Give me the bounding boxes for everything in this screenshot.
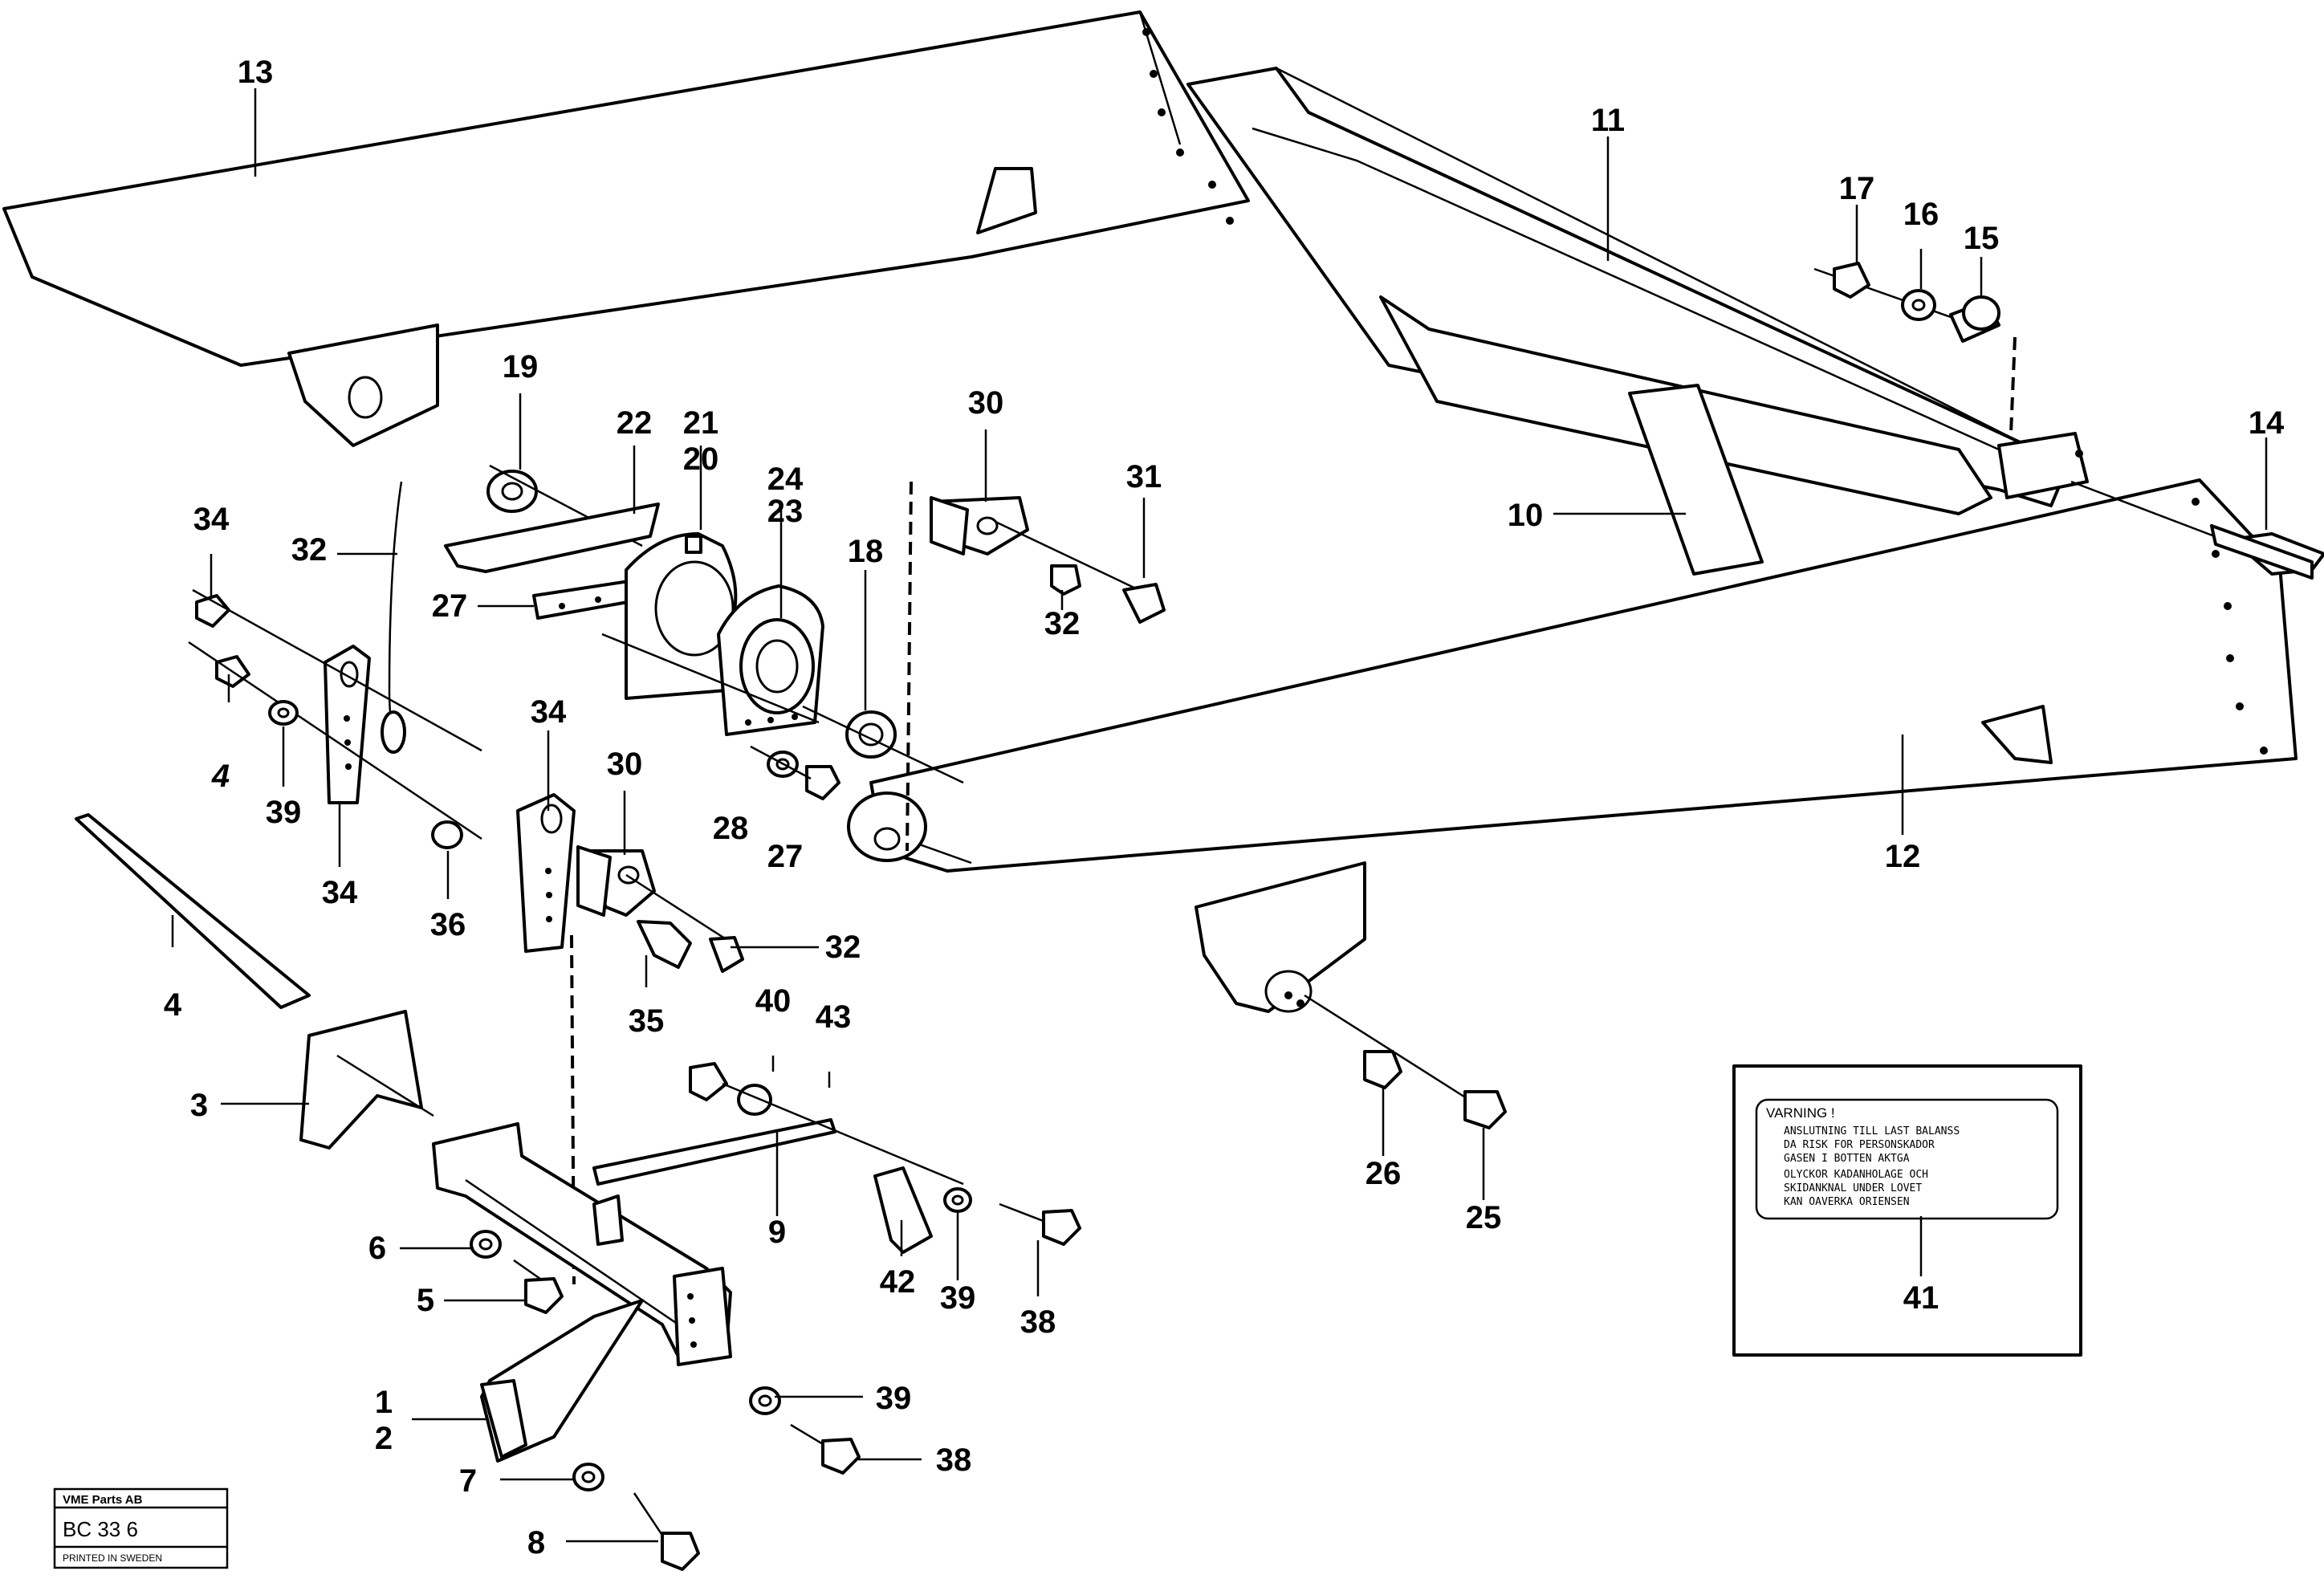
callout-31: 31 [1126, 459, 1162, 494]
callout-26: 26 [1366, 1156, 1402, 1191]
bracket-42 [873, 1166, 933, 1254]
callout-42: 42 [880, 1264, 916, 1300]
callout-17: 17 [1839, 171, 1875, 206]
cable-33 [381, 481, 406, 754]
frame-beam-12 [847, 478, 2298, 1013]
pin-bracket-30-upper [906, 481, 1166, 852]
callout-7: 7 [459, 1463, 477, 1499]
rod-9 [592, 1118, 836, 1186]
washer-39-left [268, 700, 299, 726]
nut-40-bushing-43 [689, 1062, 964, 1186]
bolt-8-washer-7 [572, 1463, 700, 1571]
callout-2: 2 [375, 1421, 393, 1456]
callout-30-upper: 30 [968, 385, 1004, 421]
callout-27: 27 [432, 588, 468, 624]
leader-lines [171, 88, 2268, 1543]
bracket-3 [299, 1010, 434, 1150]
callout-9: 9 [768, 1215, 786, 1250]
callout-29: 28 [713, 811, 749, 846]
callout-10: 10 [1508, 498, 1544, 533]
callout-6: 6 [368, 1231, 386, 1266]
bushing-18 [802, 705, 964, 784]
callout-38-lower: 38 [936, 1442, 972, 1478]
warning-line: KAN OAVERKA ORIENSEN [1784, 1196, 1910, 1208]
warning-line: DA RISK FOR PERSONSKADOR [1784, 1139, 1935, 1151]
callout-41: 41 [1903, 1280, 1939, 1316]
callout-3: 3 [190, 1088, 208, 1123]
callout-8: 8 [527, 1525, 545, 1560]
bolt-25-26 [1304, 994, 1507, 1129]
stamp-code: BC 33 6 [63, 1517, 138, 1541]
bolt-38-washer-39-lower [749, 1386, 861, 1475]
callout-34-left: 34 [322, 875, 358, 910]
warning-sign-41: VARNING ! ANSLUTNING TILL LAST BALANSS D… [1732, 1064, 2082, 1357]
callout-38-right: 38 [1020, 1304, 1056, 1340]
callout-20: 20 [683, 441, 719, 477]
callout-28: 27 [767, 839, 804, 874]
callout-22: 22 [617, 405, 653, 441]
weldment-1-2 [432, 1122, 732, 1463]
callout-40: 40 [755, 983, 792, 1019]
callout-4-small: 4 [211, 759, 230, 794]
callout-12: 12 [1885, 839, 1921, 874]
strap-34-left [324, 645, 371, 804]
callout-37: 34 [193, 502, 230, 537]
bushing-36 [431, 820, 463, 849]
callout-15: 15 [1964, 221, 2000, 256]
callout-39-left: 39 [266, 795, 302, 830]
callout-18: 18 [848, 534, 884, 569]
callout-16: 16 [1903, 197, 1939, 232]
bolt-14 [2070, 480, 2324, 580]
callout-36: 36 [430, 907, 466, 942]
callout-32-lower: 32 [825, 930, 861, 965]
plate-22 [444, 503, 660, 573]
callout-13: 13 [238, 55, 274, 90]
bearing-plate-20-21 [625, 532, 738, 700]
callout-39-lower: 39 [876, 1381, 912, 1416]
nut-37 [192, 588, 482, 752]
callout-25: 25 [1466, 1200, 1502, 1235]
pin-bracket-30-lower [576, 845, 744, 973]
washer-39-right-bolt-38 [943, 1187, 1081, 1246]
bolt-stack-15-17 [1813, 262, 2017, 434]
callout-23: 23 [767, 494, 804, 529]
stamp-company: VME Parts AB [63, 1493, 143, 1507]
callout-43: 43 [816, 999, 852, 1035]
callout-24: 24 [767, 462, 804, 497]
callout-30-lower: 30 [607, 747, 643, 782]
document-stamp: VME Parts AB BC 33 6 PRINTED IN SWEDEN [53, 1487, 229, 1569]
callout-5: 5 [417, 1283, 434, 1318]
callout-34-mid: 34 [531, 694, 567, 730]
frame-arm-11 [1186, 67, 2089, 515]
callout-35: 35 [629, 1003, 665, 1039]
callout-14: 14 [2249, 405, 2285, 441]
warning-line: ANSLUTNING TILL LAST BALANSS [1784, 1125, 1960, 1137]
callout-19: 19 [503, 349, 539, 385]
bolt-28-washer-29 [750, 745, 840, 800]
body-frame-13 [2, 10, 1250, 447]
bushing-19 [486, 464, 643, 547]
bearing-housing-23-24 [601, 584, 824, 736]
warning-line: SKIDANKNAL UNDER LOVET [1784, 1182, 1922, 1194]
strip-4 [75, 813, 311, 1009]
warning-line: OLYCKOR KADANHOLAGE OCH [1784, 1169, 1928, 1181]
callout-32-upper: 32 [1044, 606, 1081, 641]
callout-21: 21 [683, 405, 719, 441]
callout-33: 32 [291, 532, 328, 568]
callout-4-strip: 4 [164, 987, 182, 1023]
warning-title: VARNING ! [1766, 1105, 1835, 1121]
callout-39-right: 39 [940, 1280, 976, 1316]
stamp-printed: PRINTED IN SWEDEN [63, 1552, 162, 1564]
warning-line: GASEN I BOTTEN AKTGA [1784, 1153, 1910, 1165]
callout-1: 1 [375, 1385, 393, 1420]
callout-labels: 13 11 17 16 15 14 10 12 19 22 21 20 24 2… [164, 55, 2285, 1560]
washer-4-small [188, 641, 482, 840]
callout-11: 11 [1591, 103, 1625, 138]
